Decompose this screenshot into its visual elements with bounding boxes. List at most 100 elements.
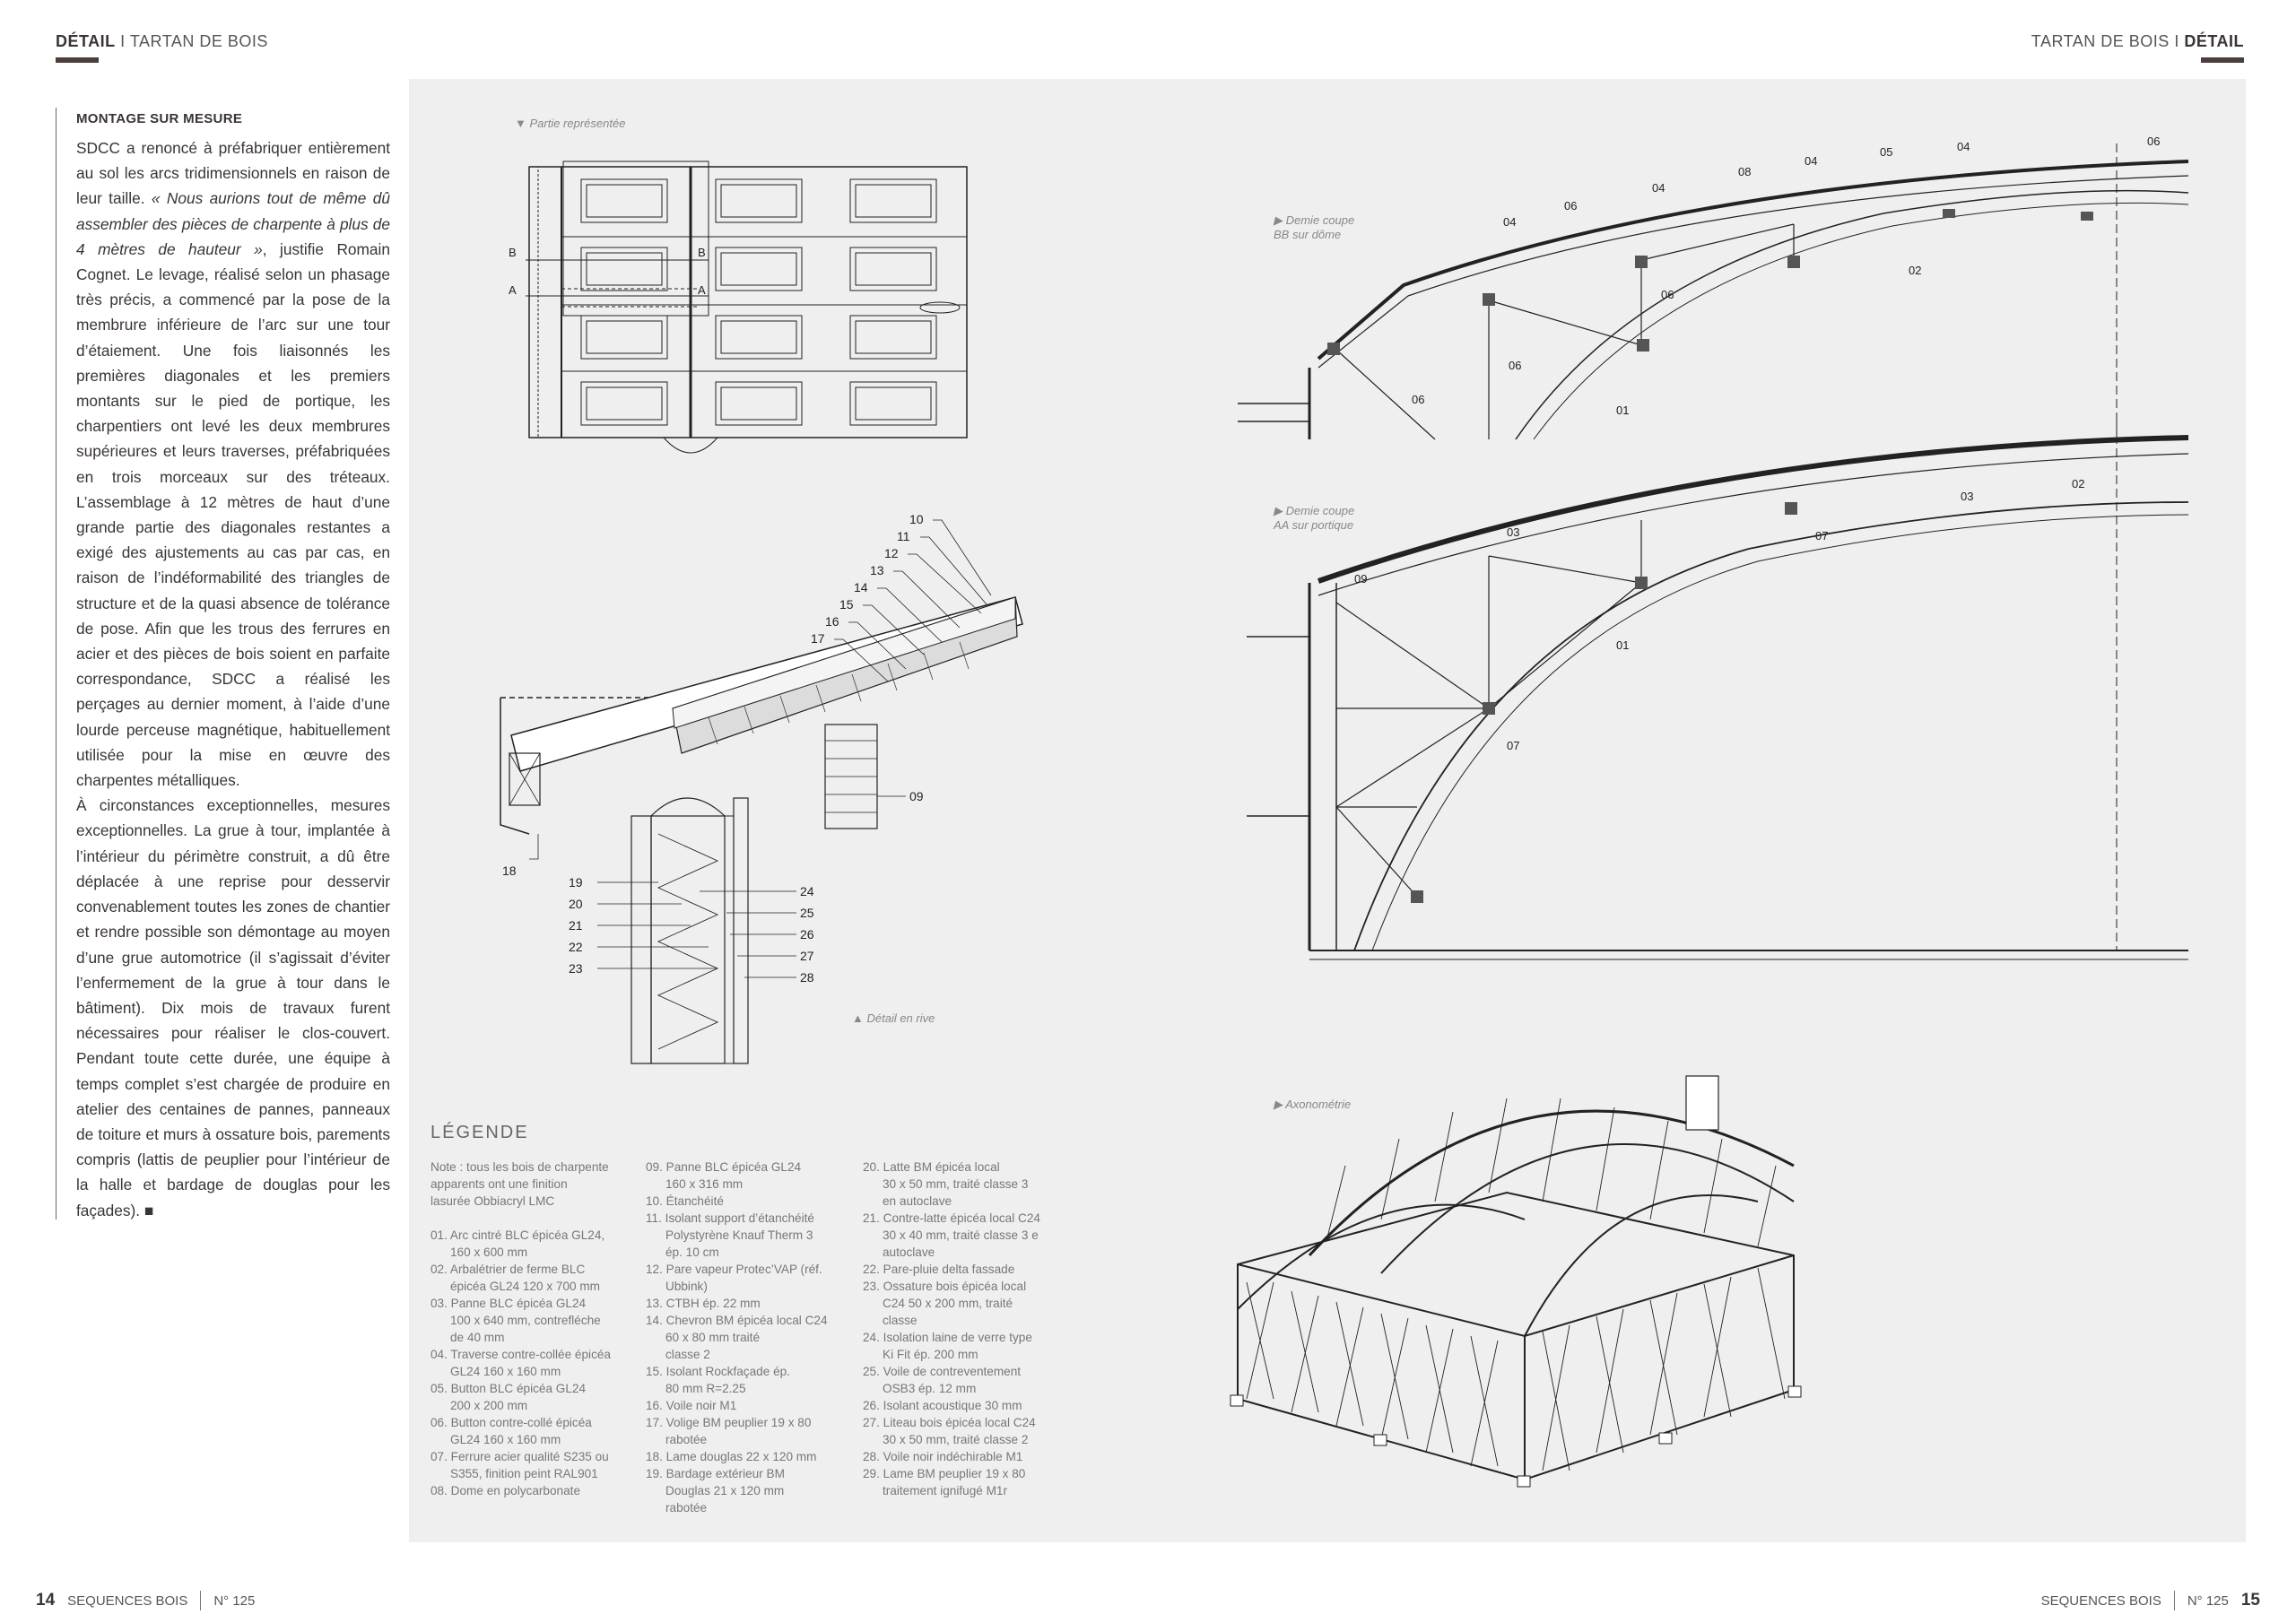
legend-item-detail: OSB3 ép. 12 mm — [883, 1382, 977, 1395]
section-label: DÉTAIL — [56, 32, 116, 50]
callout-number: 11 — [897, 529, 910, 543]
section-aa-caption: ▶ Demie coupe AA sur portique — [1274, 504, 1354, 533]
legend-item: 18. Lame douglas 22 x 120 mm — [646, 1450, 817, 1463]
footer-right: SEQUENCES BOIS N° 125 15 — [2041, 1591, 2260, 1610]
legend-item: 11. Isolant support d’étanchéité — [646, 1211, 814, 1225]
callout-number: 22 — [569, 940, 583, 954]
legend-item-detail: 30 x 50 mm, traité classe 3 — [883, 1177, 1029, 1191]
legend-item: 02. Arbalétrier de ferme BLC — [430, 1263, 586, 1276]
page-number: 14 — [36, 1591, 56, 1610]
callout-number: 24 — [800, 884, 814, 898]
legend-item-detail: en autoclave — [883, 1194, 952, 1208]
callout-number: 02 — [2072, 477, 2084, 490]
legend-item: 24. Isolation laine de verre type — [863, 1331, 1032, 1344]
section-bb-caption: ▶ Demie coupe BB sur dôme — [1274, 213, 1354, 242]
legend-item-detail: épicéa GL24 120 x 700 mm — [450, 1280, 601, 1293]
legend-item: 04. Traverse contre-collée épicéa — [430, 1348, 611, 1361]
legend-title: LÉGENDE — [430, 1123, 529, 1142]
callout-number: 09 — [909, 789, 924, 803]
header-rule — [2201, 57, 2244, 63]
legend-item-detail: 160 x 600 mm — [450, 1245, 528, 1259]
callout-number: 27 — [800, 949, 814, 963]
callout-number: 07 — [1815, 529, 1828, 542]
section-label: DÉTAIL — [2184, 32, 2244, 50]
callout-number: 04 — [1957, 140, 1970, 153]
section-marker: B — [698, 246, 706, 259]
callout-number: 02 — [1909, 264, 1921, 277]
caption-line: ▶ Demie coupe — [1274, 504, 1355, 517]
legend-item: 29. Lame BM peuplier 19 x 80 — [863, 1467, 1026, 1480]
legend-item: 23. Ossature bois épicéa local — [863, 1280, 1027, 1293]
footer-divider — [2173, 1591, 2175, 1610]
section-marker: A — [698, 283, 706, 297]
callout-number: 04 — [1652, 181, 1665, 195]
legend-item-detail: S355, finition peint RAL901 — [450, 1467, 598, 1480]
magazine-name: SEQUENCES BOIS — [2040, 1593, 2161, 1609]
legend-column-2: 09. Panne BLC épicéa GL24 160 x 316 mm 1… — [646, 1159, 848, 1516]
section-title: TARTAN DE BOIS — [2031, 32, 2170, 50]
legend-item: 12. Pare vapeur Protec’VAP (réf. — [646, 1263, 822, 1276]
legend-item-detail: rabotée — [665, 1501, 708, 1515]
legend-item-detail: C24 50 x 200 mm, traité — [883, 1297, 1013, 1310]
legend-item: 09. Panne BLC épicéa GL24 — [646, 1160, 802, 1174]
legend-item: 26. Isolant acoustique 30 mm — [863, 1399, 1022, 1412]
legend-item-detail: rabotée — [665, 1433, 708, 1446]
legend-item: 10. Étanchéité — [646, 1194, 724, 1208]
legend-item-detail: Ubbink) — [665, 1280, 708, 1293]
legend-item: 20. Latte BM épicéa local — [863, 1160, 1000, 1174]
legend-item-detail: autoclave — [883, 1245, 935, 1259]
legend-item-detail: classe — [883, 1314, 918, 1327]
callout-number: 09 — [1354, 572, 1367, 586]
legend-note: Note : tous les bois de charpente appare… — [430, 1159, 632, 1210]
legend-item-detail: Douglas 21 x 120 mm — [665, 1484, 785, 1497]
callout-number: 17 — [811, 631, 825, 646]
legend-entries: 01. Arc cintré BLC épicéa GL24, 160 x 60… — [430, 1227, 632, 1499]
paragraph-text: , justifie Romain Cognet. Le levage, réa… — [76, 239, 390, 790]
callout-number: 14 — [854, 580, 868, 595]
legend-item: 15. Isolant Rockfaçade ép. — [646, 1365, 790, 1378]
callout-number: 10 — [909, 512, 924, 526]
callout-number: 03 — [1507, 525, 1519, 539]
legend-item-detail: Ki Fit ép. 200 mm — [883, 1348, 978, 1361]
callout-number: 03 — [1961, 490, 1973, 503]
callout-number: 01 — [1616, 638, 1629, 652]
legend-item-detail: 30 x 40 mm, traité classe 3 e — [883, 1228, 1039, 1242]
callout-number: 04 — [1805, 154, 1817, 168]
callout-number: 06 — [1661, 288, 1674, 301]
article-paragraph: SDCC a renoncé à préfabriquer entièremen… — [76, 135, 390, 793]
callout-number: 04 — [1503, 215, 1516, 229]
axonometry-drawing — [1230, 1075, 1802, 1488]
legend-item: 08. Dome en polycarbonate — [430, 1484, 581, 1497]
callout-number: 20 — [569, 897, 583, 911]
callout-number: 26 — [800, 927, 814, 942]
callout-number: 25 — [800, 906, 814, 920]
callout-number: 06 — [1412, 393, 1424, 406]
section-marker: B — [509, 246, 517, 259]
legend-item-detail: 30 x 50 mm, traité classe 2 — [883, 1433, 1029, 1446]
page-number: 15 — [2240, 1591, 2260, 1610]
legend-item: 22. Pare-pluie delta fassade — [863, 1263, 1015, 1276]
drawings-panel — [409, 79, 2246, 1542]
callout-number: 12 — [884, 546, 899, 560]
legend-item: 13. CTBH ép. 22 mm — [646, 1297, 761, 1310]
legend-item: 28. Voile noir indéchirable M1 — [863, 1450, 1023, 1463]
legend-item: 19. Bardage extérieur BM — [646, 1467, 785, 1480]
legend-item: 14. Chevron BM épicéa local C24 — [646, 1314, 828, 1327]
callout-number: 13 — [870, 563, 884, 577]
callout-number: 21 — [569, 918, 583, 933]
legend-column-1: Note : tous les bois de charpente appare… — [430, 1159, 632, 1499]
legend-item-detail: 200 x 200 mm — [450, 1399, 528, 1412]
issue-number: N° 125 — [213, 1593, 256, 1609]
legend-column-3: 20. Latte BM épicéa local 30 x 50 mm, tr… — [863, 1159, 1065, 1499]
paragraph-text: SDCC a renoncé à préfabriquer entièremen… — [76, 139, 390, 208]
callout-number: 28 — [800, 970, 814, 985]
caption-line: BB sur dôme — [1274, 228, 1342, 241]
section-marker: A — [509, 283, 517, 297]
legend-item: 25. Voile de contreventement — [863, 1365, 1022, 1378]
magazine-name: SEQUENCES BOIS — [67, 1593, 188, 1609]
legend-item: 05. Button BLC épicéa GL24 — [430, 1382, 587, 1395]
callout-number: 18 — [502, 864, 517, 878]
caption-line: AA sur portique — [1274, 518, 1354, 532]
legend-line: apparents ont une finition — [430, 1177, 568, 1191]
